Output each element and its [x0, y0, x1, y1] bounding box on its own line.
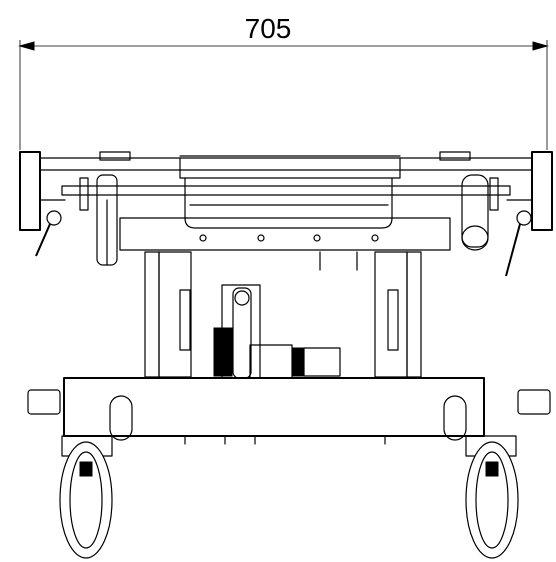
center-tray: [119, 157, 451, 251]
base-slot-right: [443, 395, 467, 441]
side-mechanism-left: [35, 174, 118, 266]
frame-rail-top: [39, 157, 533, 171]
base-slot-left: [109, 395, 133, 441]
caster-wheel-left: [59, 435, 113, 559]
bolt: [199, 234, 207, 242]
base-frame: [27, 377, 551, 445]
lever-handle-right: [505, 223, 521, 277]
column-outer-right: [406, 251, 422, 378]
wheel-hub-left: [69, 451, 103, 549]
wheel-tire-right: [465, 441, 519, 559]
cylinder-cap-right: [461, 225, 489, 251]
tray-rim: [179, 157, 401, 179]
lever-handle-left: [35, 223, 51, 257]
dimension-value: 705: [245, 13, 292, 44]
top-block-left: [99, 151, 131, 161]
base-box: [63, 377, 485, 437]
bolt: [257, 234, 265, 242]
caster-foot-left: [27, 389, 61, 415]
bolt: [371, 234, 379, 242]
top-block-right: [439, 151, 471, 161]
motor-body: [249, 344, 293, 379]
end-cap-right: [531, 151, 553, 231]
lever-pivot-right: [516, 210, 532, 226]
bracket-left: [79, 177, 89, 211]
pump-top: [234, 290, 250, 306]
column-inner-right: [374, 251, 408, 378]
motor-housing-dark: [213, 327, 233, 377]
column-slot-left: [179, 289, 191, 351]
lower-frame: [119, 217, 451, 251]
end-cap-left: [19, 151, 41, 231]
arrowhead-left: [18, 41, 35, 51]
motor-end-cap: [303, 347, 341, 377]
column-slot-right: [387, 289, 399, 351]
bracket-right: [489, 177, 499, 211]
caster-foot-right: [517, 389, 551, 415]
tray-body: [184, 177, 393, 229]
frame-rail-sides: [39, 169, 533, 201]
lever-pivot-left: [46, 210, 62, 226]
cylinder-right: [461, 174, 489, 248]
wheel-axle-right: [485, 461, 499, 477]
lift-columns: [144, 251, 422, 378]
arrowhead-right: [532, 41, 549, 51]
cross-bar: [61, 185, 511, 196]
motor-ring: [291, 347, 305, 377]
bolt: [313, 234, 321, 242]
side-mechanism-right: [461, 174, 532, 277]
wheel-axle-left: [79, 461, 93, 477]
width-dimension: 705: [18, 13, 549, 150]
wheel-tire-left: [59, 441, 113, 559]
wheel-hub-right: [475, 451, 509, 549]
column-inner-left: [158, 251, 192, 378]
column-outer-left: [144, 251, 160, 378]
top-frame: [19, 151, 553, 231]
motor-assembly: [213, 284, 341, 379]
caster-wheel-right: [465, 435, 519, 559]
